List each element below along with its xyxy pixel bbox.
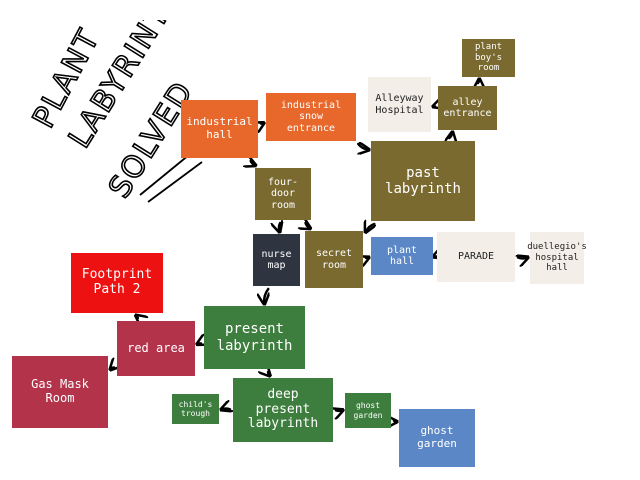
node-label: ghost garden <box>353 401 383 420</box>
node-label: plant hall <box>386 244 418 268</box>
node-parade: PARADE <box>437 232 515 282</box>
node-label: red area <box>127 340 185 355</box>
arrow-deep-present-labyrinth-to-childs-trough <box>222 409 230 410</box>
arrow-ghost-garden-small-to-ghost-garden <box>394 421 396 422</box>
node-label: duellegio's hospital hall <box>527 242 587 274</box>
node-industrial-hall: industrial hall <box>181 100 258 158</box>
node-label: child's trough <box>178 399 213 418</box>
arrow-industrial-hall-to-four-door-room <box>251 161 255 165</box>
node-secret-room: secret room <box>305 231 363 288</box>
node-alleyway-hospital: Alleyway Hospital <box>368 77 431 132</box>
arrow-deep-present-labyrinth-to-ghost-garden-small <box>336 410 342 411</box>
node-footprint-path-2: Footprint Path 2 <box>71 253 163 313</box>
arrow-past-labyrinth-to-secret-room <box>366 224 374 231</box>
node-ghost-garden: ghost garden <box>399 409 475 467</box>
node-four-door-room: four-door room <box>255 168 311 220</box>
node-label: nurse map <box>261 248 292 272</box>
node-industrial-snow-entrance: industrial snow entrance <box>266 93 356 141</box>
node-plant-hall: plant hall <box>371 237 433 275</box>
arrow-red-area-to-footprint-path-2 <box>137 316 138 318</box>
node-label: alley entrance <box>443 96 492 120</box>
node-label: secret room <box>315 248 353 271</box>
node-label: Alleyway Hospital <box>375 93 424 116</box>
arrow-four-door-room-to-secret-room <box>306 223 310 228</box>
node-label: ghost garden <box>417 424 457 450</box>
node-red-area: red area <box>117 321 195 376</box>
node-nurse-map: nurse map <box>253 234 300 286</box>
node-label: industrial snow entrance <box>280 99 342 134</box>
node-past-labyrinth: past labyrinth <box>371 141 475 221</box>
node-plant-boys-room: plant boy's room <box>462 39 515 77</box>
node-present-labyrinth: present labyrinth <box>204 306 305 369</box>
node-childs-trough: child's trough <box>172 394 219 424</box>
arrow-parade-to-duellegios-hospital-hall <box>518 258 527 259</box>
node-gas-mask-room: Gas Mask Room <box>12 356 108 428</box>
node-deep-present-labyrinth: deep present labyrinth <box>233 378 333 442</box>
arrow-nurse-map-to-present-labyrinth <box>264 287 268 303</box>
node-duellegios-hospital-hall: duellegio's hospital hall <box>527 232 587 284</box>
node-label: industrial hall <box>186 115 253 141</box>
arrow-industrial-snow-entrance-to-past-labyrinth <box>357 144 368 150</box>
node-label: Gas Mask Room <box>31 377 89 405</box>
node-alley-entrance: alley entrance <box>438 86 497 130</box>
node-label: past labyrinth <box>385 164 461 197</box>
node-label: deep present labyrinth <box>247 386 319 432</box>
arrow-present-labyrinth-to-deep-present-labyrinth <box>268 372 269 375</box>
node-label: PARADE <box>457 251 495 263</box>
node-label: Footprint Path 2 <box>81 267 153 297</box>
arrow-four-door-room-to-nurse-map <box>279 223 280 231</box>
arrow-red-area-to-gas-mask-room <box>111 368 114 369</box>
node-ghost-garden-small: ghost garden <box>345 393 391 428</box>
arrow-past-labyrinth-to-alley-entrance <box>449 133 452 138</box>
node-label: plant boy's room <box>474 42 503 74</box>
node-label: present labyrinth <box>216 321 293 354</box>
arrow-alley-entrance-to-plant-boys-room <box>478 80 479 83</box>
node-label: four-door room <box>267 176 299 211</box>
